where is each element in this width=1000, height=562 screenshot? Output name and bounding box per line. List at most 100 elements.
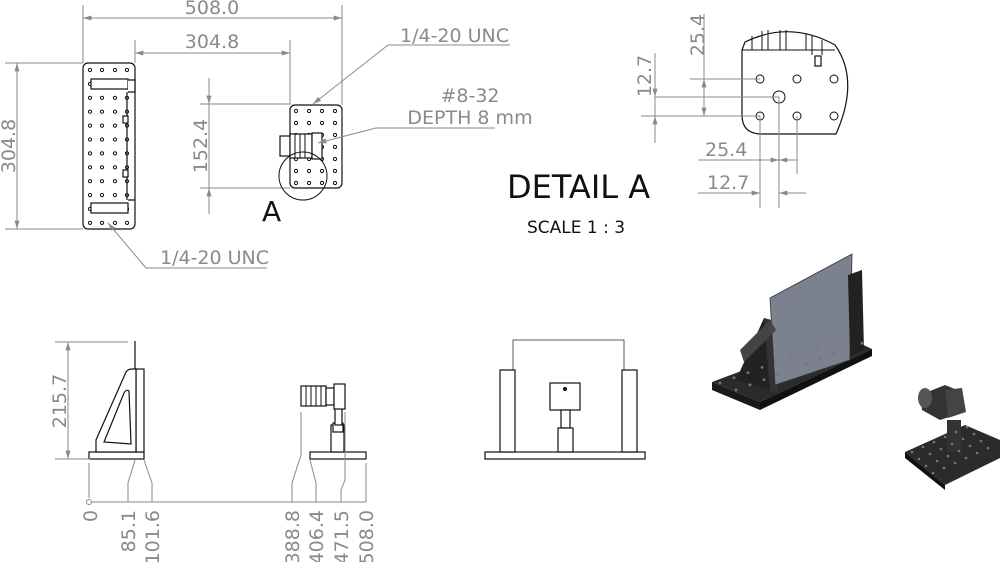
camera-side (300, 385, 327, 407)
render-hole (986, 446, 990, 450)
render-hole (965, 425, 969, 429)
mounting-hole (99, 220, 105, 225)
detail-scale: SCALE 1 : 3 (527, 218, 625, 238)
ordinate-label: 471.5 (331, 510, 353, 562)
mounting-hole (87, 109, 93, 114)
mounting-hole (319, 168, 325, 174)
mounting-hole (306, 120, 312, 126)
render-hole (718, 381, 722, 385)
mounting-hole (293, 108, 299, 114)
render-hole (746, 371, 750, 374)
render-hole (748, 383, 752, 387)
render-hole (943, 435, 947, 439)
mounting-hole (99, 151, 105, 156)
mounting-hole (112, 179, 118, 184)
callout-screw-size: #8-32 (440, 85, 499, 107)
mounting-hole (87, 137, 93, 142)
ordinate-label: 508.0 (356, 510, 378, 562)
mounting-hole (87, 193, 93, 198)
render-hole (928, 452, 932, 456)
detail-view: DETAIL A SCALE 1 : 3 25.4 12.7 25.4 12.7 (507, 14, 849, 238)
mounting-hole (124, 220, 130, 225)
detail-title: DETAIL A (507, 168, 650, 206)
render-hole (979, 439, 983, 443)
render-hole (953, 461, 957, 465)
render-hole (832, 352, 836, 355)
mounting-hole (99, 137, 105, 142)
render-hole (917, 457, 921, 461)
render-hole (788, 355, 792, 359)
render-hole (924, 464, 928, 468)
callout-bottom-thread: 1/4-20 UNC (160, 247, 269, 269)
dim-overall-width: 508.0 (185, 0, 239, 19)
mounting-hole (87, 220, 93, 225)
top-view: 508.0 304.8 304.8 152.4 A 1/4-20 UNC #8- (0, 0, 533, 269)
mounting-hole (99, 67, 105, 73)
render-hole (846, 347, 850, 350)
render-hole (816, 345, 820, 348)
dim-v-half: 12.7 (634, 55, 656, 97)
mounting-hole (87, 123, 93, 128)
mounting-hole (99, 95, 105, 100)
dim-offset-width: 304.8 (185, 31, 239, 53)
mounting-hole (293, 120, 299, 126)
ordinate-label: 101.6 (142, 510, 164, 562)
render-hole (818, 357, 822, 361)
render-hole (975, 451, 979, 455)
render-hole (954, 430, 958, 434)
detail-marker: A (262, 195, 281, 228)
mounting-hole (124, 67, 130, 73)
bracket-bottom (90, 202, 129, 214)
render-hole (939, 447, 943, 451)
callout-top-thread: 1/4-20 UNC (400, 25, 509, 47)
mounting-hole (293, 180, 299, 186)
callout-screw-depth: DEPTH 8 mm (407, 107, 532, 129)
mounting-hole (332, 156, 338, 162)
render-hole (931, 471, 935, 475)
mounting-hole (306, 108, 312, 114)
mounting-hole (87, 95, 93, 100)
ordinate-label: 85.1 (118, 510, 140, 552)
render-hole (935, 459, 939, 463)
mounting-hole (87, 179, 93, 184)
mounting-hole (99, 193, 105, 198)
mounting-hole (319, 180, 325, 186)
bracket-top (90, 78, 129, 90)
render-hole (760, 366, 764, 369)
render-hole (921, 445, 925, 449)
mounting-hole (112, 165, 118, 170)
render-hole (972, 432, 976, 436)
front-view (484, 339, 646, 460)
dim-height: 304.8 (0, 119, 20, 173)
dim-h-pitch: 25.4 (705, 139, 747, 161)
render-hole (942, 466, 946, 470)
mounting-hole (332, 108, 338, 114)
mounting-hole (112, 151, 118, 156)
ordinate-label: 388.8 (282, 510, 304, 562)
render-hole (804, 362, 808, 366)
mounting-hole (332, 180, 338, 186)
mounting-hole (87, 67, 93, 73)
render-hole (776, 373, 780, 376)
render-hole (932, 440, 936, 444)
mounting-hole (99, 109, 105, 114)
ordinate-label: 406.4 (306, 510, 328, 562)
render-hole (950, 442, 954, 446)
mounting-hole (306, 180, 312, 186)
ordinate-label: 0 (80, 510, 102, 522)
mounting-hole (112, 67, 118, 73)
mounting-hole (99, 165, 105, 170)
dim-small-height: 152.4 (190, 119, 212, 173)
isometric-render-large (712, 253, 872, 410)
render-hole (790, 367, 794, 371)
render-hole (957, 449, 961, 453)
render-hole (762, 378, 766, 381)
render-hole (734, 388, 738, 392)
render-hole (910, 450, 914, 454)
mounting-hole (112, 220, 118, 225)
mounting-hole (332, 120, 338, 126)
mounting-hole (87, 165, 93, 170)
render-hole (732, 376, 736, 380)
